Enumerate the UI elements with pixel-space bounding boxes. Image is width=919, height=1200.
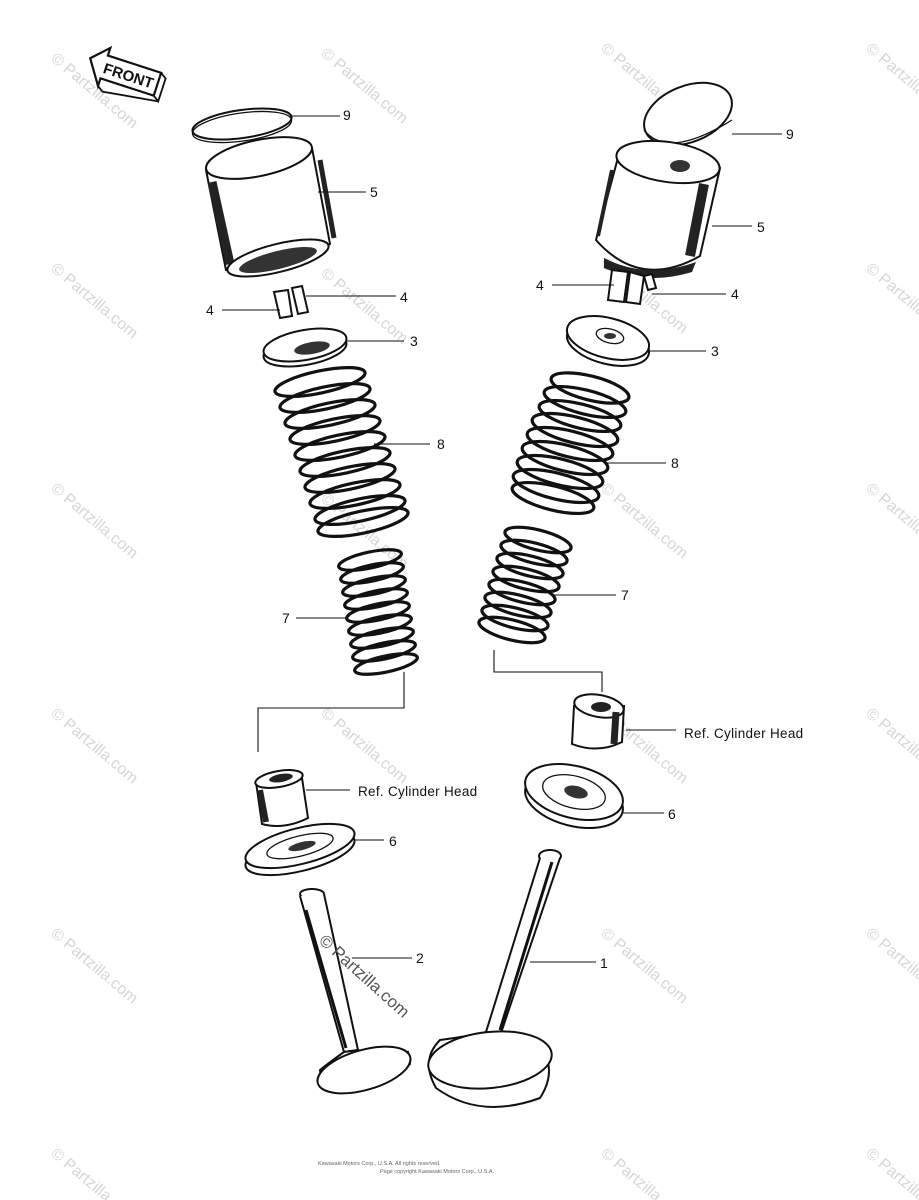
right-valve-assembly: 9 5 4 4 3 8 7 Ref. Cylinder Head 6 1 <box>427 81 803 1108</box>
label-left-retainer-cap: 9 <box>343 107 351 123</box>
right-retainer-cap <box>643 81 733 147</box>
left-spring-seat <box>244 822 356 877</box>
copyright-line-1: Kawasaki Motors Corp., U.S.A. All rights… <box>318 1161 441 1167</box>
label-right-cylinder-head-ref: Ref. Cylinder Head <box>684 726 803 741</box>
left-inner-spring <box>337 548 419 676</box>
watermark: © Partzilla.com <box>862 925 919 1007</box>
right-tappet <box>594 139 722 279</box>
watermark: © Partzilla.com <box>862 40 919 122</box>
label-right-spring-retainer: 3 <box>711 343 719 359</box>
watermark-layer: © Partzilla.com © Partzilla.com © Partzi… <box>47 40 919 1200</box>
left-valve-guide <box>254 769 310 827</box>
label-left-cotter-a: 4 <box>206 302 214 318</box>
left-valve <box>299 888 412 1095</box>
right-outer-spring <box>510 371 631 516</box>
watermark: © Partzilla.com <box>597 480 691 562</box>
watermark: © Partzilla.com <box>47 480 141 562</box>
watermark: © Partzilla.com <box>47 925 141 1007</box>
watermark: © Partzilla.com <box>317 705 411 787</box>
watermark: © Partzilla.com <box>47 1145 141 1200</box>
left-tappet <box>204 136 337 278</box>
label-right-spring-seat: 6 <box>668 806 676 822</box>
label-right-inner-spring: 7 <box>621 587 629 603</box>
label-left-spring-retainer: 3 <box>410 333 418 349</box>
label-right-tappet: 5 <box>757 219 765 235</box>
right-inner-spring <box>477 525 573 645</box>
label-right-valve: 1 <box>600 955 608 971</box>
watermark: © Partzilla.com <box>862 1145 919 1200</box>
left-outer-spring <box>273 366 410 538</box>
left-retainer-cap <box>191 107 293 144</box>
watermark: © Partzilla.com <box>317 45 411 127</box>
label-left-tappet: 5 <box>370 184 378 200</box>
label-left-spring-seat: 6 <box>389 833 397 849</box>
watermark: © Partzilla.com <box>47 705 141 787</box>
label-right-outer-spring: 8 <box>671 455 679 471</box>
label-right-retainer-cap: 9 <box>786 126 794 142</box>
label-left-cylinder-head-ref: Ref. Cylinder Head <box>358 784 477 799</box>
watermark: © Partzilla.com <box>597 1145 691 1200</box>
right-valve <box>427 849 562 1108</box>
watermark: © Partzilla.com <box>597 925 691 1007</box>
watermark: © Partzilla.com <box>862 705 919 787</box>
front-arrow-icon <box>88 45 167 104</box>
watermark: © Partzilla.com <box>862 480 919 562</box>
left-assembly-guide-line <box>257 672 405 752</box>
label-left-outer-spring: 8 <box>437 436 445 452</box>
label-left-valve: 2 <box>416 950 424 966</box>
right-cotters <box>606 268 658 306</box>
right-spring-seat <box>524 763 624 829</box>
label-right-cotter-a: 4 <box>536 277 544 293</box>
watermark: © Partzilla.com <box>47 260 141 342</box>
label-left-cotter-b: 4 <box>400 289 408 305</box>
left-valve-assembly: 9 5 4 4 3 8 7 Ref. Cylinder Head 6 2 <box>191 107 477 1095</box>
label-right-cotter-b: 4 <box>731 286 739 302</box>
right-spring-retainer <box>565 315 651 367</box>
right-assembly-guide-line <box>493 650 603 692</box>
left-spring-retainer <box>262 327 348 368</box>
copyright-line-2: Page copyright Kawasaki Motors Corp., U.… <box>380 1169 494 1175</box>
right-valve-guide <box>570 693 626 750</box>
watermark: © Partzilla.com <box>862 260 919 342</box>
left-cotters <box>272 284 310 320</box>
label-left-inner-spring: 7 <box>282 610 290 626</box>
